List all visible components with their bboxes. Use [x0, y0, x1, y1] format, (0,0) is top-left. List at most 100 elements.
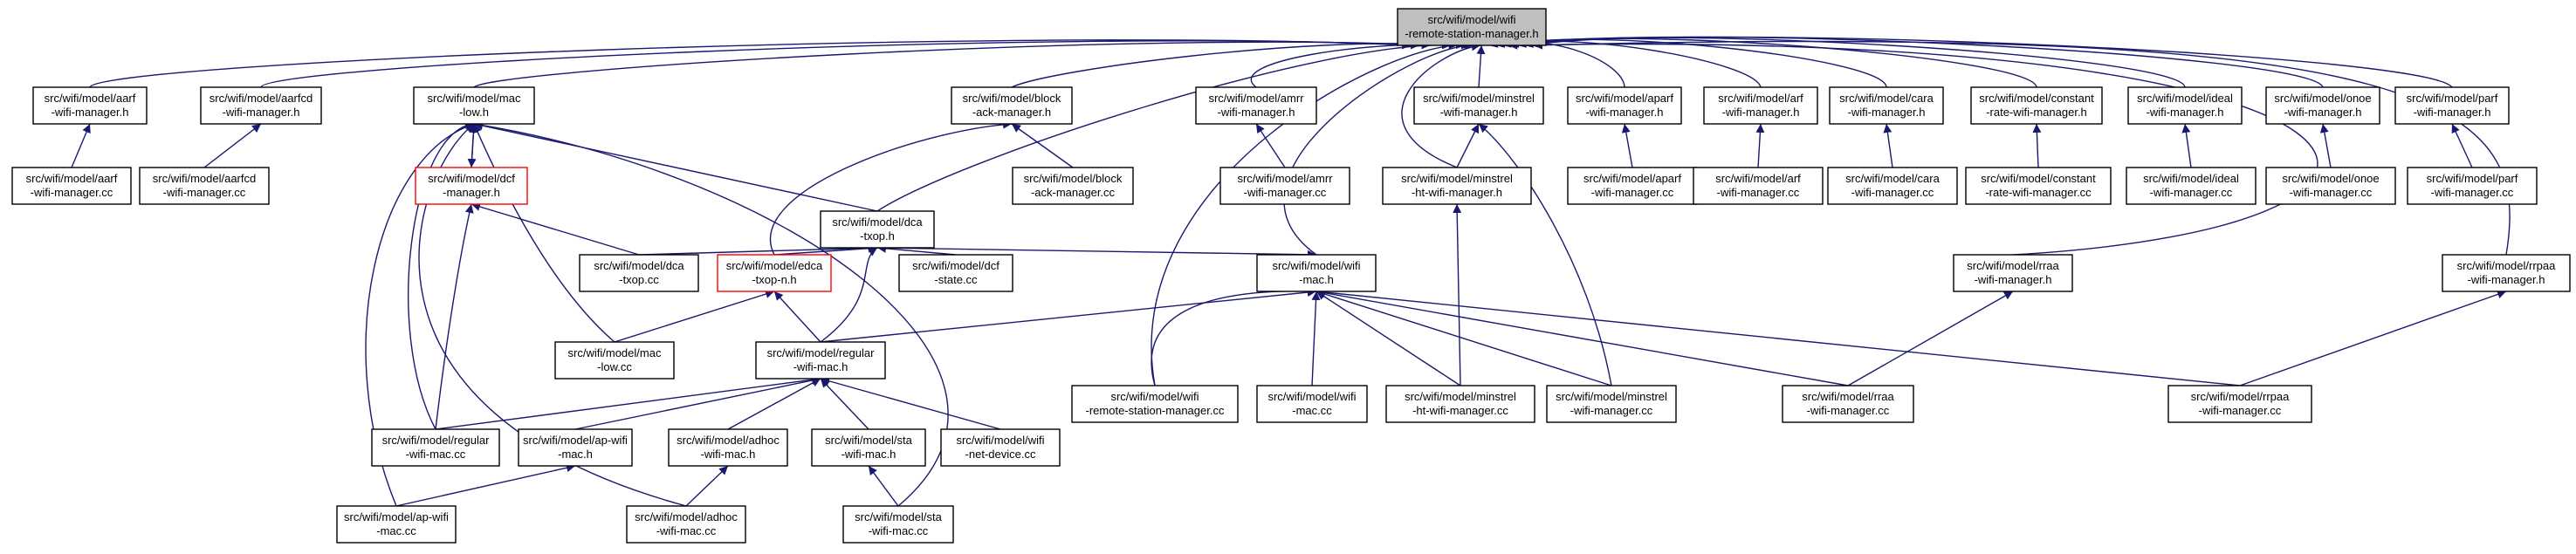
node-label-line: src/wifi/model/sta: [825, 434, 912, 447]
node-adhcc[interactable]: src/wifi/model/adhoc-wifi-mac.cc: [626, 505, 746, 544]
node-idealcc[interactable]: src/wifi/model/ideal-wifi-manager.cc: [2126, 167, 2257, 205]
node-label-line: src/wifi/model/block: [963, 92, 1061, 105]
node-aparfcc[interactable]: src/wifi/model/aparf-wifi-manager.cc: [1567, 167, 1698, 205]
node-box: [200, 86, 322, 125]
node-label-line: -wifi-mac.h: [701, 448, 756, 461]
node-label-line: src/wifi/model/rrpaa: [2457, 259, 2556, 272]
node-box: [717, 254, 832, 292]
node-label-line: -mac.cc: [1292, 404, 1332, 417]
edge-wmaccc-to-wmach: [1311, 291, 1321, 386]
node-label-line: src/wifi/model/sta: [855, 510, 942, 523]
node-onoeh[interactable]: src/wifi/model/onoe-wifi-manager.h: [2265, 86, 2380, 125]
node-rsmcc[interactable]: src/wifi/model/wifi-remote-station-manag…: [1071, 385, 1239, 423]
node-label-line: -wifi-manager.cc: [163, 186, 246, 199]
node-aarfcc[interactable]: src/wifi/model/aarf-wifi-manager.cc: [11, 167, 132, 205]
node-label-line: -wifi-mac.cc: [869, 524, 929, 537]
node-arfh[interactable]: src/wifi/model/arf-wifi-manager.h: [1703, 86, 1818, 125]
node-aarfcdh[interactable]: src/wifi/model/aarfcd-wifi-manager.h: [200, 86, 322, 125]
node-label-line: src/wifi/model/arf: [1715, 172, 1801, 185]
node-rraacc[interactable]: src/wifi/model/rraa-wifi-manager.cc: [1782, 385, 1914, 423]
node-onoecc[interactable]: src/wifi/model/onoe-wifi-manager.cc: [2265, 167, 2396, 205]
edge-adhh-to-regh: [727, 378, 821, 430]
node-label-line: -rate-wifi-manager.h: [1986, 106, 2087, 119]
node-label-line: -wifi-manager.h: [1722, 106, 1800, 119]
node-netcc[interactable]: src/wifi/model/wifi-net-device.cc: [940, 428, 1061, 467]
edge-macloh-to-root: [473, 40, 1431, 88]
edge-mincc-to-minstrelh: [1478, 123, 1612, 386]
node-dcah[interactable]: src/wifi/model/dca-txop.h: [820, 210, 935, 249]
node-label-line: src/wifi/model/edca: [726, 259, 823, 272]
node-blockcc[interactable]: src/wifi/model/block-ack-manager.cc: [1012, 167, 1134, 205]
node-carah[interactable]: src/wifi/model/cara-wifi-manager.h: [1829, 86, 1944, 125]
node-apcc[interactable]: src/wifi/model/ap-wifi-mac.cc: [336, 505, 457, 544]
node-parfcc[interactable]: src/wifi/model/parf-wifi-manager.cc: [2407, 167, 2538, 205]
node-idealh[interactable]: src/wifi/model/ideal-wifi-manager.h: [2127, 86, 2243, 125]
node-label-line: -state.cc: [934, 273, 978, 286]
node-dcfmh[interactable]: src/wifi/model/dcf-manager.h: [415, 167, 528, 205]
edge-regh-to-dcah: [820, 247, 878, 343]
node-label-line: src/wifi/model/regular: [382, 434, 490, 447]
node-label-line: src/wifi/model/arf: [1718, 92, 1803, 105]
node-blockh[interactable]: src/wifi/model/block-ack-manager.h: [951, 86, 1073, 125]
node-label-line: src/wifi/model/ideal: [2137, 92, 2233, 105]
node-label-line: src/wifi/model/mac: [428, 92, 521, 105]
node-edcah[interactable]: src/wifi/model/edca-txop-n.h: [717, 254, 832, 292]
node-minhth[interactable]: src/wifi/model/minstrel-ht-wifi-manager.…: [1382, 167, 1532, 205]
node-aparfh[interactable]: src/wifi/model/aparf-wifi-manager.h: [1567, 86, 1682, 125]
node-label-line: src/wifi/model/adhoc: [677, 434, 780, 447]
edge-carah-to-root: [1501, 38, 1887, 88]
node-label-line: -wifi-manager.h: [2147, 106, 2224, 119]
node-rrpaacc[interactable]: src/wifi/model/rrpaa-wifi-manager.cc: [2167, 385, 2312, 423]
node-dcfcc[interactable]: src/wifi/model/dcf-state.cc: [898, 254, 1013, 292]
node-label-line: src/wifi/model/aarfcd: [210, 92, 313, 105]
node-arfcc[interactable]: src/wifi/model/arf-wifi-manager.cc: [1693, 167, 1824, 205]
node-constcc[interactable]: src/wifi/model/constant-rate-wifi-manage…: [1965, 167, 2112, 205]
node-dcacc[interactable]: src/wifi/model/dca-txop.cc: [579, 254, 699, 292]
node-consth[interactable]: src/wifi/model/constant-rate-wifi-manage…: [1970, 86, 2103, 125]
node-amrrh[interactable]: src/wifi/model/amrr-wifi-manager.h: [1195, 86, 1317, 125]
node-stah[interactable]: src/wifi/model/sta-wifi-mac.h: [811, 428, 926, 467]
node-label-line: src/wifi/model/onoe: [2274, 92, 2371, 105]
node-box: [1970, 86, 2103, 125]
node-wmaccc[interactable]: src/wifi/model/wifi-mac.cc: [1256, 385, 1368, 423]
node-aph[interactable]: src/wifi/model/ap-wifi-mac.h: [518, 428, 633, 467]
node-caracc[interactable]: src/wifi/model/cara-wifi-manager.cc: [1827, 167, 1958, 205]
node-wmach[interactable]: src/wifi/model/wifi-mac.h: [1256, 254, 1377, 292]
node-minhtcc[interactable]: src/wifi/model/minstrel-ht-wifi-manager.…: [1385, 385, 1535, 423]
edge-macloh-to-dcfmh: [467, 123, 477, 168]
node-adhh[interactable]: src/wifi/model/adhoc-wifi-mac.h: [668, 428, 788, 467]
node-amrrcc[interactable]: src/wifi/model/amrr-wifi-manager.cc: [1219, 167, 1350, 205]
node-regh[interactable]: src/wifi/model/regular-wifi-mac.h: [755, 341, 886, 380]
edge-aarfcdh-to-root: [260, 40, 1420, 88]
node-label-line: src/wifi/model/ap-wifi: [523, 434, 628, 447]
node-macloh[interactable]: src/wifi/model/mac-low.h: [413, 86, 535, 125]
node-box: [1382, 167, 1532, 205]
node-box: [11, 167, 132, 205]
node-box: [32, 86, 148, 125]
node-rraah[interactable]: src/wifi/model/rraa-wifi-manager.h: [1953, 254, 2073, 292]
node-parfh[interactable]: src/wifi/model/parf-wifi-manager.h: [2394, 86, 2510, 125]
node-minstrelh[interactable]: src/wifi/model/minstrel-wifi-manager.h: [1413, 86, 1544, 125]
node-aarfh[interactable]: src/wifi/model/aarf-wifi-manager.h: [32, 86, 148, 125]
node-stacc[interactable]: src/wifi/model/sta-wifi-mac.cc: [842, 505, 954, 544]
node-box: [1397, 8, 1547, 46]
node-aarfcdcc[interactable]: src/wifi/model/aarfcd-wifi-manager.cc: [139, 167, 270, 205]
node-box: [898, 254, 1013, 292]
node-label-line: src/wifi/model/rraa: [1802, 390, 1894, 403]
edge-blockcc-to-blockh: [1011, 123, 1074, 168]
node-label-line: src/wifi/model/wifi: [1110, 390, 1199, 403]
node-label-line: -manager.h: [443, 186, 500, 199]
node-label-line: -wifi-manager.h: [2468, 273, 2545, 286]
node-regcc[interactable]: src/wifi/model/regular-wifi-mac.cc: [371, 428, 500, 467]
node-box: [1256, 254, 1377, 292]
node-label-line: src/wifi/model/aparf: [1576, 92, 1673, 105]
node-label-line: src/wifi/model/dcf: [428, 172, 515, 185]
edge-amrrh-to-root: [1250, 40, 1471, 88]
node-rrpaah[interactable]: src/wifi/model/rrpaa-wifi-manager.h: [2442, 254, 2571, 292]
edge-wmach-to-root: [1283, 40, 1473, 256]
node-root[interactable]: src/wifi/model/wifi-remote-station-manag…: [1397, 8, 1547, 46]
node-label-line: -wifi-manager.h: [1440, 106, 1518, 119]
node-maclocc[interactable]: src/wifi/model/mac-low.cc: [554, 341, 675, 380]
node-mincc[interactable]: src/wifi/model/minstrel-wifi-manager.cc: [1546, 385, 1677, 423]
